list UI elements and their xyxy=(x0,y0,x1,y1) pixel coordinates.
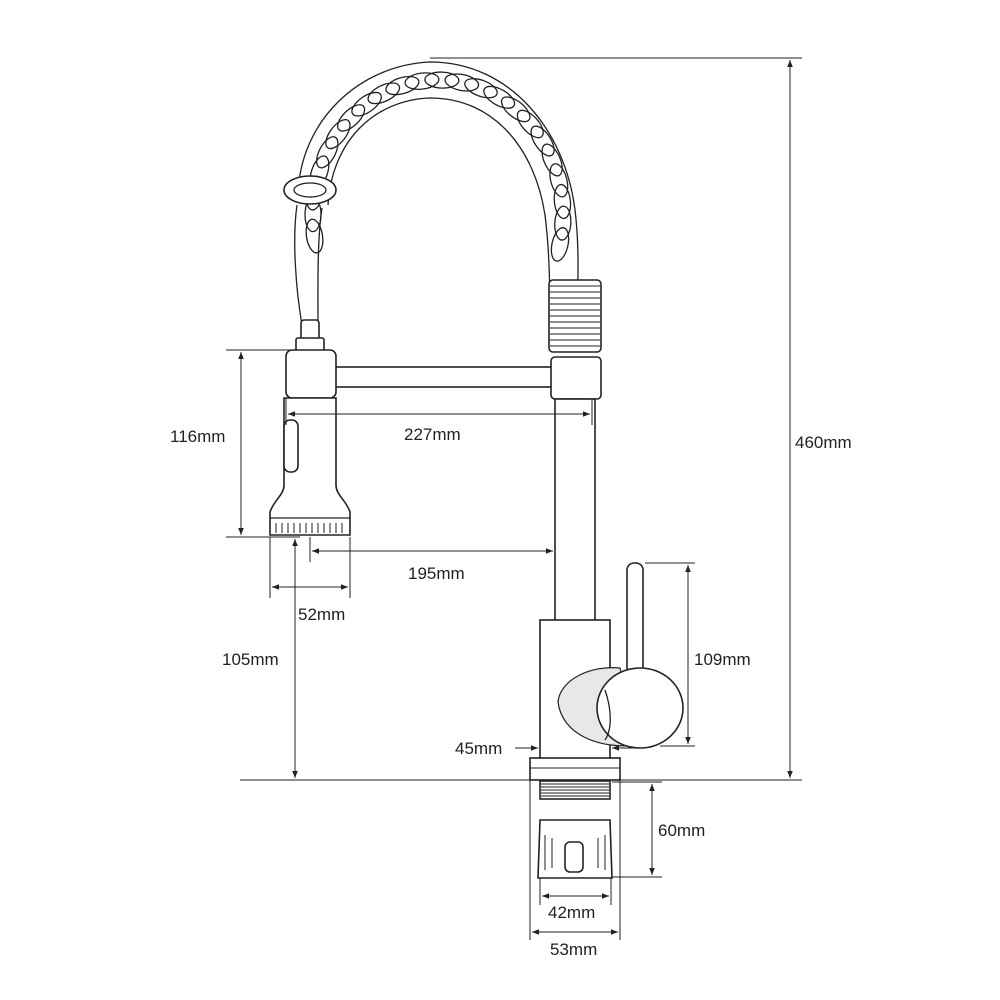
label-spout-reach: 227mm xyxy=(404,425,461,444)
dimension-labels: 460mm 227mm 116mm 195mm 52mm 105mm 109mm… xyxy=(170,425,852,959)
label-body-width: 45mm xyxy=(455,739,502,758)
coil-loop xyxy=(424,71,460,89)
coil-loop xyxy=(337,104,366,132)
coil-loop xyxy=(530,125,555,157)
coil-loop xyxy=(385,75,420,96)
coil-loop xyxy=(464,78,498,99)
label-shank-diameter: 42mm xyxy=(548,903,595,922)
coil-loop xyxy=(516,109,544,139)
label-spray-to-body: 195mm xyxy=(408,564,465,583)
label-base-diameter: 53mm xyxy=(550,940,597,959)
coil-loop xyxy=(483,85,516,109)
coil-loop xyxy=(554,205,572,241)
dimension-lines xyxy=(226,57,802,940)
spout-arm xyxy=(329,356,602,400)
spring-corrugated-section xyxy=(548,279,602,353)
coil-loop xyxy=(541,143,563,177)
label-spray-diameter: 52mm xyxy=(298,605,345,624)
label-spray-head-height: 116mm xyxy=(170,427,225,446)
lever-handle xyxy=(557,562,684,749)
faucet-illustration xyxy=(269,61,684,879)
coil-loop xyxy=(305,218,324,254)
coil-loop xyxy=(550,227,570,262)
spring-coil xyxy=(297,61,579,351)
label-spray-clearance: 105mm xyxy=(222,650,279,669)
coil-loop xyxy=(367,82,401,105)
coil-loop xyxy=(500,96,531,123)
base-and-shank xyxy=(529,757,621,879)
coil-loop xyxy=(549,163,569,198)
coil-loop xyxy=(316,136,339,169)
main-column xyxy=(554,398,596,622)
coil-loop xyxy=(444,73,480,92)
spray-head xyxy=(269,349,351,536)
label-overall-height: 460mm xyxy=(795,433,852,452)
coil-loop xyxy=(325,119,351,150)
pull-out-hose xyxy=(283,175,337,353)
coil-loop xyxy=(553,183,572,220)
coil-loop xyxy=(351,91,382,117)
label-shank-length: 60mm xyxy=(658,821,705,840)
coil-loop xyxy=(404,72,440,90)
label-handle-height: 109mm xyxy=(694,650,751,669)
